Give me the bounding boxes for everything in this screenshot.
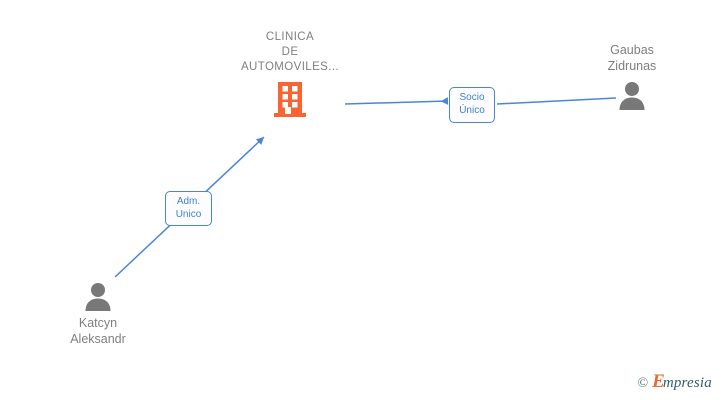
node-company[interactable]: CLINICA DE AUTOMOVILES... bbox=[210, 30, 370, 118]
person-icon bbox=[619, 82, 645, 110]
company-name-label: CLINICA DE AUTOMOVILES... bbox=[240, 31, 340, 73]
brand-initial: E bbox=[652, 371, 665, 392]
person-icon-wrap bbox=[557, 80, 707, 110]
company-icon-wrap bbox=[210, 80, 370, 118]
building-icon bbox=[274, 82, 306, 117]
node-person-katcyn[interactable]: Katcyn Aleksandr bbox=[23, 281, 173, 347]
person-name-label: Katcyn Aleksandr bbox=[70, 316, 126, 346]
node-person-gaubas[interactable]: Gaubas Zidrunas bbox=[557, 42, 707, 110]
relation-label-adm-unico[interactable]: Adm. Unico bbox=[165, 191, 212, 226]
person-icon-wrap bbox=[23, 281, 173, 311]
person-name-label: Gaubas Zidrunas bbox=[607, 43, 657, 73]
watermark: © Empresia bbox=[637, 372, 712, 392]
brand-name: Empresia bbox=[652, 372, 712, 392]
brand-rest: mpresia bbox=[662, 375, 712, 391]
relation-label-socio-unico[interactable]: Socio Único bbox=[449, 87, 495, 123]
copyright-symbol: © bbox=[637, 376, 649, 391]
person-icon bbox=[85, 283, 111, 311]
